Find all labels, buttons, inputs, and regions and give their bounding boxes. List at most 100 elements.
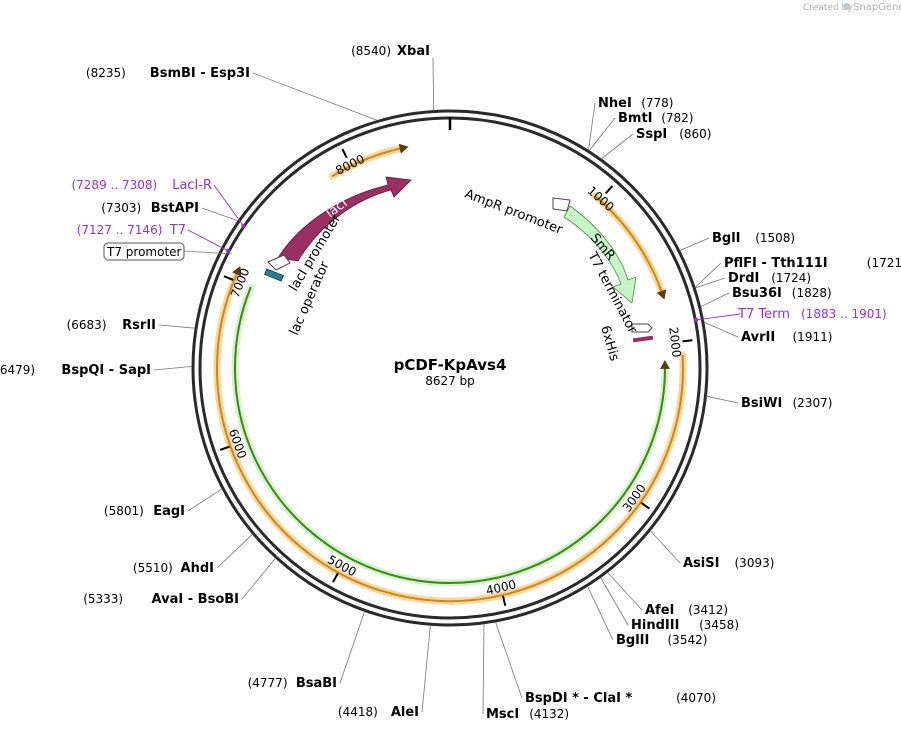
site-name: BspQI - SapI — [61, 363, 151, 378]
site-name: BglII — [616, 633, 649, 648]
plasmid-length: 8627 bp — [425, 374, 475, 388]
site-leader-line — [587, 586, 614, 641]
site-position: (6683) — [67, 318, 107, 332]
site-leader-line — [153, 366, 193, 371]
site-leader-line — [703, 321, 739, 338]
primer-marker — [226, 248, 230, 253]
site-name: DrdI — [728, 271, 759, 286]
site-leader-line — [650, 530, 681, 564]
site-position: (1724) — [771, 271, 811, 285]
watermark: Created by SnapGene — [803, 2, 901, 13]
site-position: (1721) — [867, 256, 901, 270]
site-labels: (8540)XbaI(8235)BsmBI - Esp3I(778)NheI(7… — [0, 44, 901, 722]
site-position: (3093) — [735, 556, 775, 570]
primer-name: T7 — [169, 223, 186, 238]
site-position: (778) — [641, 96, 673, 110]
restriction-site: (6479)BspQI - SapI — [0, 363, 151, 378]
restriction-site: (4132) MscI — [486, 707, 569, 722]
site-leader-line — [201, 207, 239, 222]
site-position: (3542) — [668, 633, 708, 647]
lacI-arrow — [277, 176, 412, 262]
site-leader-line — [432, 57, 435, 111]
primer-marker — [694, 317, 699, 322]
site-name: HindIII — [631, 618, 679, 633]
site-name: BsaBI — [296, 676, 337, 691]
restriction-site: (1911) AvrII — [741, 330, 832, 345]
restriction-site: (8540)XbaI — [351, 44, 430, 59]
restriction-site: (860)SspI — [636, 127, 711, 142]
ruler-tick — [219, 445, 230, 451]
site-position: (782) — [661, 111, 693, 125]
site-position: (1911) — [793, 330, 833, 344]
restriction-site: (3412) AfeI — [645, 603, 728, 618]
site-position: (3458) — [699, 618, 739, 632]
site-name: BsiWI — [741, 396, 782, 411]
site-position: (4132) — [529, 707, 569, 721]
site-position: (3412) — [688, 603, 728, 617]
site-name: AvrII — [741, 330, 775, 345]
t7-promoter-box — [103, 242, 185, 261]
ruler-tick — [501, 595, 507, 606]
ruler-tick — [605, 185, 614, 195]
site-leader-line — [588, 117, 616, 151]
restriction-site: (3093)AsiSI — [683, 556, 774, 571]
restriction-site: (2307) BsiWI — [741, 396, 832, 411]
site-position: (4418) — [338, 705, 378, 719]
t7-promoter-callout: T7 promoter — [103, 242, 233, 261]
primer-feature: T7 Term(1883 .. 1901) — [694, 307, 887, 322]
site-leader-line — [158, 324, 196, 329]
site-position: (4777) — [248, 676, 288, 690]
orf-arc-large-arrowhead — [660, 359, 671, 369]
orf-arc-large — [231, 283, 669, 587]
restriction-site: (8235)BsmBI - Esp3I — [86, 66, 250, 81]
primer-feature: T7(7127 .. 7146) — [77, 223, 230, 253]
ruler-tick — [332, 572, 339, 583]
snapgene-logo-icon — [843, 3, 851, 10]
ampR-promoter-label: AmpR promoter — [463, 187, 565, 238]
restriction-site: (3542) BglII — [616, 633, 707, 648]
site-leader-line — [588, 102, 596, 151]
site-leader-line — [706, 395, 739, 404]
site-name: Bsu36I — [732, 286, 782, 301]
site-name: BspDI * - ClaI * — [525, 691, 632, 706]
ampR-promoter-arrow — [552, 197, 571, 212]
restriction-site: (6683) RsrII — [67, 318, 156, 333]
site-name: PflFI - Tth111I — [724, 256, 828, 271]
ruler-tick — [341, 148, 348, 159]
orange-arc-right-arrowhead — [656, 289, 667, 300]
site-position: (5801) — [104, 504, 144, 518]
restriction-site: (4777) BsaBI — [248, 676, 337, 691]
t7-terminator-glyph — [631, 323, 653, 333]
site-name: BglI — [712, 231, 741, 246]
orange-arc-top — [328, 144, 406, 180]
site-name: RsrII — [122, 318, 156, 333]
his-tag-label: 6xHis — [597, 324, 621, 363]
site-leader-line — [600, 133, 634, 160]
site-leader-line — [607, 572, 643, 611]
site-leader-line — [187, 488, 223, 512]
restriction-site: (1828) Bsu36I — [732, 286, 832, 301]
ruler-tick-label: 8000 — [333, 152, 367, 178]
lacI-feature: lacI — [277, 176, 412, 262]
site-position: (2307) — [793, 396, 833, 410]
restriction-site: (5510)AhdI — [133, 561, 214, 576]
site-name: AleI — [391, 705, 419, 720]
restriction-site: (7303)BstAPI — [101, 201, 199, 216]
feature-arcs — [213, 143, 687, 605]
site-position: (1828) — [792, 286, 832, 300]
orange-arc-large — [213, 269, 687, 605]
site-position: (1508) — [755, 231, 795, 245]
site-name: BmtI — [618, 111, 653, 126]
site-name: AfeI — [645, 603, 674, 618]
ruler-tick-label: 2000 — [666, 326, 683, 358]
backbone-outer-ring — [191, 109, 709, 627]
primer-marker — [241, 223, 246, 228]
site-name: EagI — [153, 504, 185, 519]
ruler-tick — [640, 502, 650, 510]
primer-range: (1883 .. 1901) — [801, 307, 887, 321]
site-name: MscI — [486, 707, 519, 722]
primer-feature: LacI-R(7289 .. 7308) — [71, 178, 246, 228]
site-position: (5333) — [83, 592, 123, 606]
site-leader-line — [421, 625, 431, 713]
